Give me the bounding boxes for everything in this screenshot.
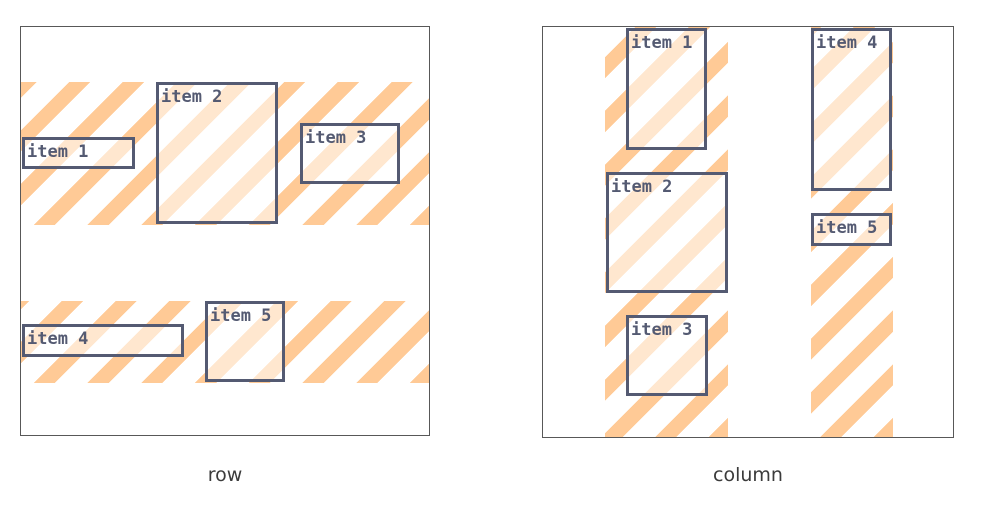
row-item-3: item 3 bbox=[300, 123, 400, 184]
row-item-5: item 5 bbox=[205, 301, 285, 382]
row-panel: item 1 item 2 item 3 item 4 item 5 bbox=[20, 26, 430, 436]
column-item-1: item 1 bbox=[626, 28, 707, 150]
column-item-4: item 4 bbox=[811, 28, 892, 191]
column-caption: column bbox=[713, 464, 783, 486]
row-item-2: item 2 bbox=[156, 82, 278, 224]
row-item-4: item 4 bbox=[22, 324, 184, 357]
row-caption: row bbox=[207, 464, 243, 486]
column-item-5: item 5 bbox=[811, 213, 892, 246]
column-panel: item 1 item 2 item 3 item 4 item 5 bbox=[542, 26, 954, 438]
row-item-1: item 1 bbox=[22, 137, 135, 169]
column-item-2: item 2 bbox=[606, 172, 728, 293]
column-item-3: item 3 bbox=[626, 315, 708, 396]
